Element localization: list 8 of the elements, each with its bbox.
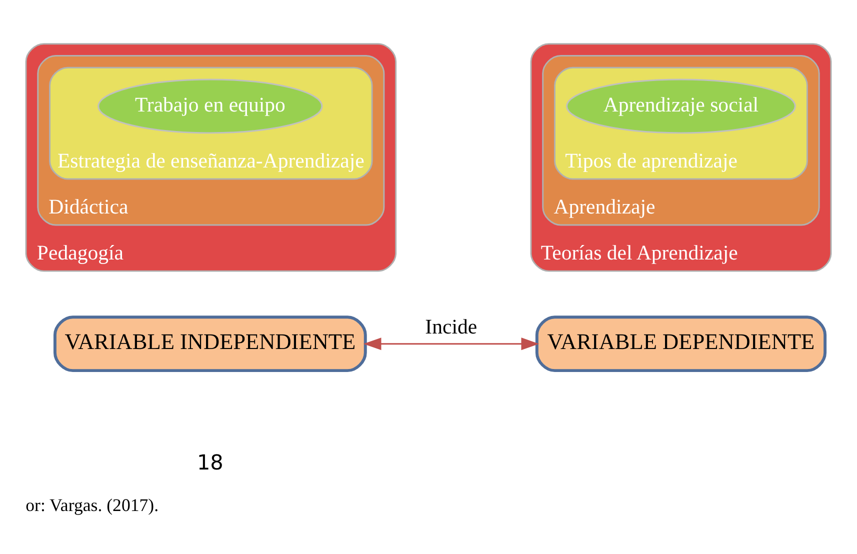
node-box: VARIABLE DEPENDIENTE [535,316,827,372]
edge-label: Incide [425,316,478,339]
arrow [363,338,540,350]
node-ellipse: Aprendizaje social [566,78,796,134]
caption: or: Vargas. (2017). [26,495,159,516]
node-box: VARIABLE INDEPENDIENTE [53,316,367,372]
node-ellipse: Trabajo en equipo [98,78,323,134]
label: 18 [196,450,224,475]
